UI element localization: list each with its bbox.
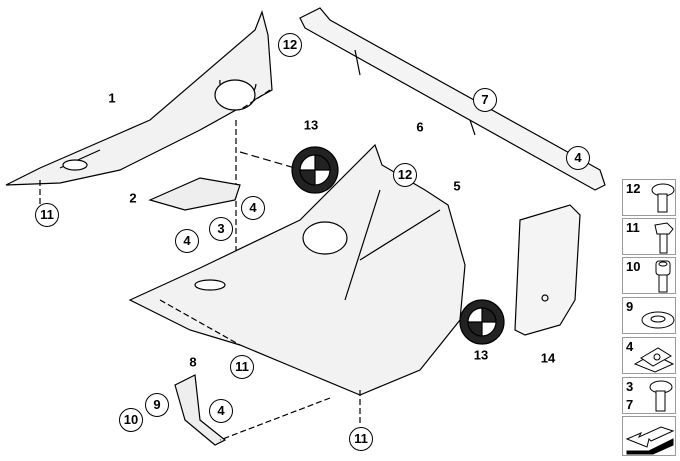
support-rail bbox=[299, 7, 606, 191]
callout-9: 9 bbox=[145, 393, 169, 417]
legend-item-4: 4 bbox=[622, 337, 676, 374]
callout-12: 12 bbox=[278, 33, 302, 57]
callout-13: 13 bbox=[303, 117, 319, 133]
callout-11: 11 bbox=[35, 203, 59, 227]
screw-hex-head-icon bbox=[654, 222, 674, 254]
legend-item-3-7: 3 7 bbox=[622, 377, 676, 414]
clip-nut-icon bbox=[633, 347, 675, 373]
hardware-legend: 12 11 10 9 4 3 7 bbox=[622, 179, 676, 457]
legend-item-9: 9 bbox=[622, 297, 676, 334]
bmw-emblem bbox=[291, 146, 339, 194]
callout-11: 11 bbox=[230, 355, 254, 379]
arrow-icon bbox=[625, 426, 675, 455]
washer-icon bbox=[641, 311, 675, 329]
callout-4: 4 bbox=[241, 196, 265, 220]
callout-6: 6 bbox=[416, 119, 424, 135]
callout-11: 11 bbox=[349, 427, 373, 451]
callout-12: 12 bbox=[393, 163, 417, 187]
screw-pan-head-icon bbox=[651, 183, 675, 213]
callout-4: 4 bbox=[209, 399, 233, 423]
screw-socket-head-icon bbox=[655, 260, 671, 293]
callout-4: 4 bbox=[566, 146, 590, 170]
legend-item-10: 10 bbox=[622, 257, 676, 294]
screw-pan-head-icon bbox=[649, 380, 673, 412]
callout-8: 8 bbox=[189, 354, 197, 370]
mud-flap bbox=[514, 204, 581, 336]
legend-item-12: 12 bbox=[622, 179, 676, 216]
callout-3: 3 bbox=[209, 217, 233, 241]
callout-14: 14 bbox=[540, 350, 556, 366]
lower-bracket bbox=[174, 374, 227, 446]
callout-13: 13 bbox=[473, 347, 489, 363]
bracket bbox=[148, 177, 241, 211]
bmw-emblem bbox=[459, 299, 505, 345]
callout-1: 1 bbox=[108, 90, 116, 106]
legend-item-11: 11 bbox=[622, 218, 676, 255]
callout-7: 7 bbox=[473, 88, 497, 112]
callout-4: 4 bbox=[175, 229, 199, 253]
callout-5: 5 bbox=[453, 178, 461, 194]
callout-2: 2 bbox=[129, 190, 137, 206]
callout-10: 10 bbox=[119, 408, 143, 432]
legend-item-arrow bbox=[622, 416, 676, 456]
lower-trim-panel bbox=[128, 143, 466, 396]
